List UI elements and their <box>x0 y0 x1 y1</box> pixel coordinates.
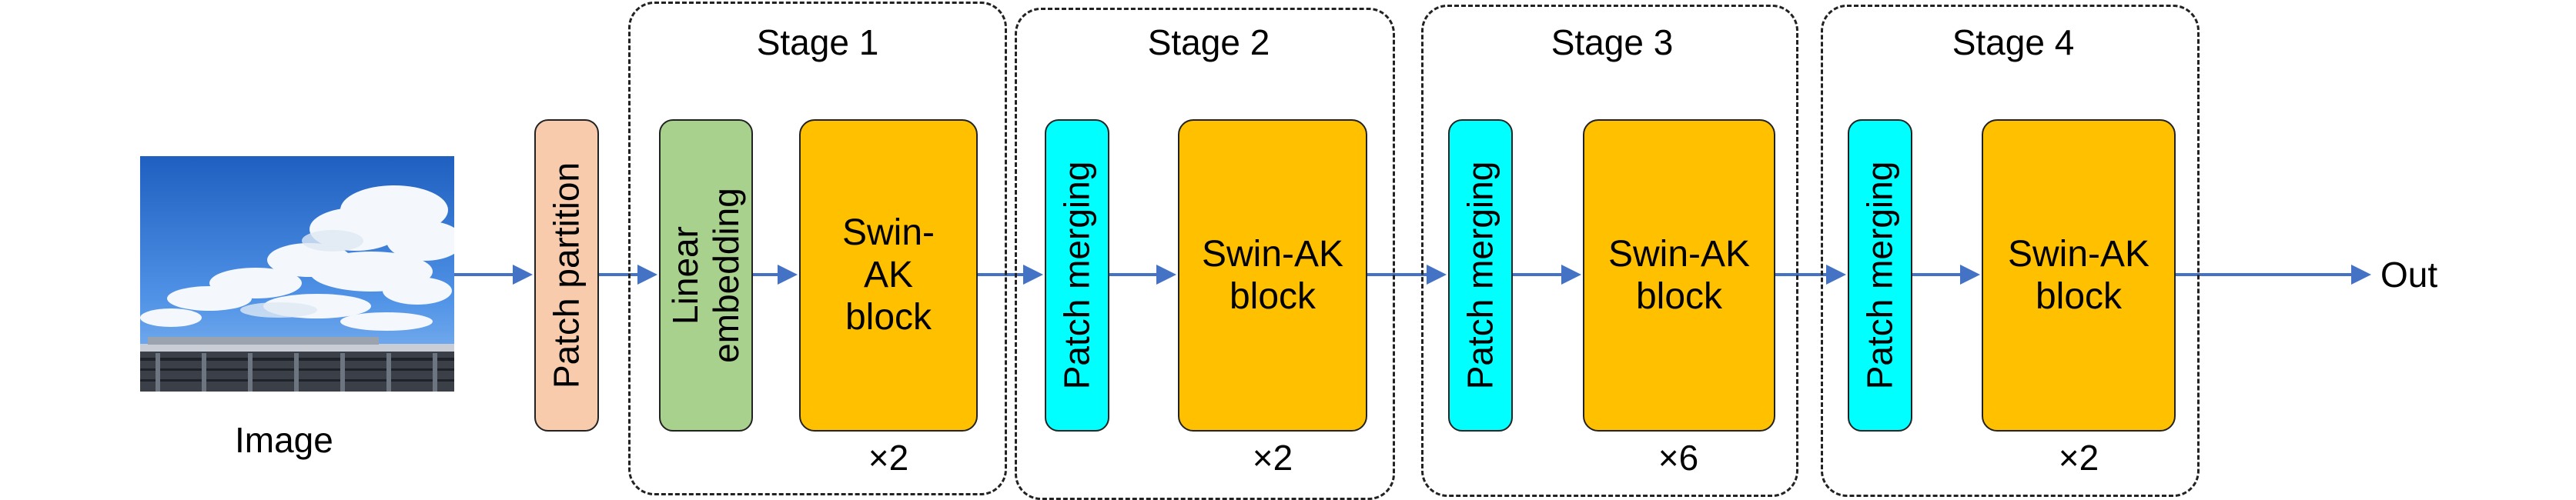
stage-1-swin-ak-label: Swin- AK block <box>841 212 935 338</box>
stage-3-title: Stage 3 <box>1551 22 1674 62</box>
linear-embedding-label: Linear embedding <box>665 188 746 363</box>
stage-1-repeat-count: ×2 <box>868 438 909 478</box>
linear-embedding-block: Linear embedding <box>659 119 753 432</box>
input-image-label: Image <box>235 420 333 460</box>
stage-1-frame <box>628 2 1007 495</box>
stage-4-patch-merging-label: Patch merging <box>1859 161 1900 390</box>
stage-1-title: Stage 1 <box>756 22 879 62</box>
input-image <box>140 156 454 392</box>
stage-4-swin-ak-label: Swin-AK block <box>2007 233 2150 317</box>
stage-3-swin-ak-block: Swin-AK block <box>1583 119 1775 432</box>
stage-1-swin-ak-block: Swin- AK block <box>799 119 978 432</box>
stage-3-patch-merging-label: Patch merging <box>1460 161 1500 390</box>
stage-4-repeat-count: ×2 <box>2058 438 2099 478</box>
stage-2-frame <box>1015 8 1395 500</box>
stage-3-patch-merging-block: Patch merging <box>1448 119 1513 432</box>
output-label: Out <box>2380 255 2438 295</box>
stage-2-swin-ak-label: Swin-AK block <box>1201 233 1344 317</box>
stage-4-patch-merging-block: Patch merging <box>1848 119 1912 432</box>
stage-2-repeat-count: ×2 <box>1252 438 1293 478</box>
stage-3-repeat-count: ×6 <box>1658 438 1699 478</box>
stage-4-swin-ak-block: Swin-AK block <box>1982 119 2176 432</box>
patch-partition-block: Patch partition <box>534 119 599 432</box>
stage-2-patch-merging-block: Patch merging <box>1045 119 1109 432</box>
patch-partition-label: Patch partition <box>546 162 587 389</box>
stage-2-title: Stage 2 <box>1147 22 1270 62</box>
stage-4-frame <box>1821 5 2200 497</box>
stage-4-title: Stage 4 <box>1952 22 2075 62</box>
stage-3-frame <box>1421 5 1798 497</box>
stage-3-swin-ak-label: Swin-AK block <box>1607 233 1751 317</box>
stage-2-swin-ak-block: Swin-AK block <box>1178 119 1367 432</box>
stage-2-patch-merging-label: Patch merging <box>1056 161 1097 390</box>
